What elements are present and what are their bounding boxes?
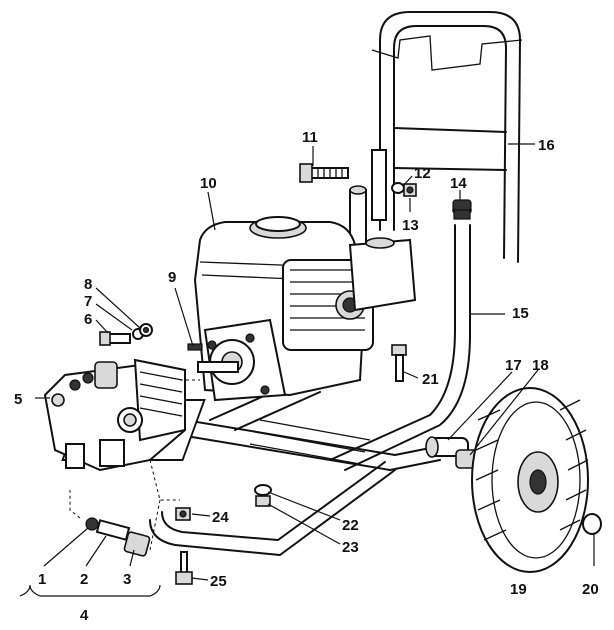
callout-8: 8 — [84, 276, 92, 293]
callout-17: 17 — [505, 357, 522, 374]
nut-23 — [255, 495, 271, 507]
engine — [193, 216, 417, 402]
axle — [425, 436, 479, 469]
nut-24 — [175, 507, 191, 521]
pump-alignment-line — [149, 379, 200, 501]
wheel — [471, 387, 589, 573]
callout-4: 4 — [80, 607, 89, 624]
handle-bolt — [299, 163, 349, 183]
fitting-alignment-line — [69, 490, 161, 551]
pump-bolt-washers — [99, 323, 153, 346]
callout-9: 9 — [168, 269, 176, 286]
callout-6: 6 — [84, 311, 92, 328]
pump-assembly — [43, 358, 186, 472]
tube-cap — [452, 199, 472, 211]
callout-23: 23 — [342, 539, 359, 556]
callout-12: 12 — [414, 165, 431, 182]
shaft-key — [187, 343, 203, 351]
callout-16: 16 — [538, 137, 555, 154]
wheel-clip — [582, 513, 602, 535]
callout-11: 11 — [302, 129, 318, 146]
handle-frame — [371, 11, 523, 263]
outlet-fittings — [85, 517, 151, 557]
callout-7: 7 — [84, 293, 92, 310]
callout-22: 22 — [342, 517, 359, 534]
callout-15: 15 — [512, 305, 529, 322]
callout-24: 24 — [212, 509, 229, 526]
callout-14: 14 — [450, 175, 467, 192]
callout-19: 19 — [510, 581, 527, 598]
leader-lines — [19, 143, 595, 597]
washer-12 — [391, 182, 405, 194]
callout-25: 25 — [210, 573, 227, 590]
callout-20: 20 — [582, 581, 599, 598]
nut-13 — [403, 183, 417, 197]
washer-22 — [254, 484, 272, 496]
callout-3: 3 — [123, 571, 131, 588]
callout-18: 18 — [532, 357, 549, 374]
frame-bolt-21 — [391, 344, 407, 382]
callout-10: 10 — [200, 175, 217, 192]
bolt-25 — [175, 551, 193, 585]
callout-13: 13 — [402, 217, 419, 234]
callout-labels: 1 2 3 4 5 6 7 8 9 10 11 12 13 14 15 16 1… — [14, 129, 599, 624]
callout-1: 1 — [38, 571, 46, 588]
callout-2: 2 — [80, 571, 88, 588]
callout-5: 5 — [14, 391, 22, 408]
callout-21: 21 — [422, 371, 439, 388]
